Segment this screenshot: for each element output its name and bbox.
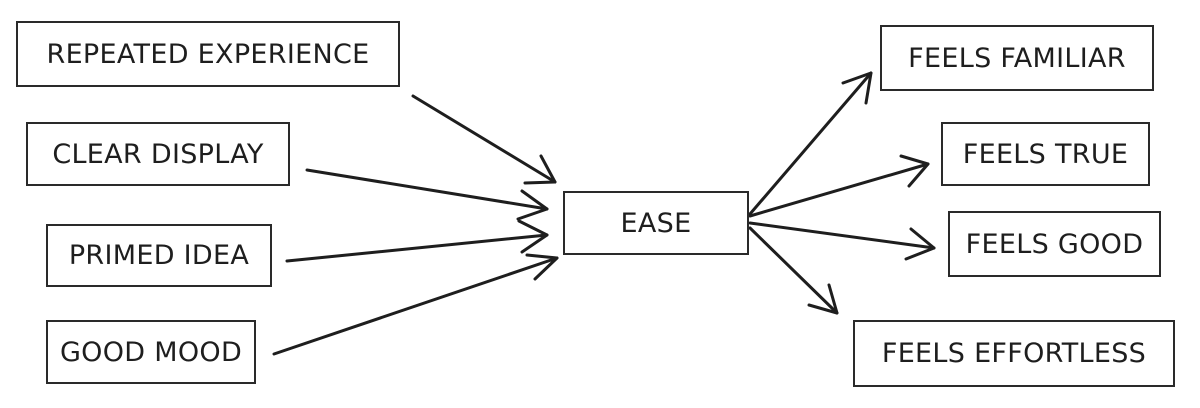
input-box-primed-idea: PRIMED IDEA [46,224,272,287]
arrow-ease-to-feels-true [748,154,930,218]
arrow-ease-to-feels-effortless [748,226,839,315]
output-label-feels-good: FEELS GOOD [965,228,1144,260]
arrow-ease-to-feels-good [748,221,936,261]
arrow-good-mood-to-ease [272,253,559,356]
output-box-feels-good: FEELS GOOD [948,211,1161,277]
input-box-good-mood: GOOD MOOD [46,320,256,384]
center-label-ease: EASE [620,207,692,239]
output-label-feels-true: FEELS TRUE [962,138,1129,170]
input-box-repeated-experience: REPEATED EXPERIENCE [16,21,400,87]
output-box-feels-familiar: FEELS FAMILIAR [880,25,1154,91]
arrow-clear-display-to-ease [305,168,549,221]
input-label-repeated-experience: REPEATED EXPERIENCE [46,38,370,70]
arrow-primed-idea-to-ease [285,219,549,263]
input-label-clear-display: CLEAR DISPLAY [52,138,264,170]
input-box-clear-display: CLEAR DISPLAY [26,122,290,186]
arrow-repeated-experience-to-ease [411,94,557,185]
output-box-feels-true: FEELS TRUE [941,122,1150,186]
center-box-ease: EASE [563,191,749,255]
output-box-feels-effortless: FEELS EFFORTLESS [853,320,1175,387]
input-label-primed-idea: PRIMED IDEA [68,240,250,271]
output-label-feels-effortless: FEELS EFFORTLESS [881,338,1147,369]
arrow-ease-to-feels-familiar [748,71,873,216]
input-label-good-mood: GOOD MOOD [59,336,243,368]
output-label-feels-familiar: FEELS FAMILIAR [908,42,1126,74]
